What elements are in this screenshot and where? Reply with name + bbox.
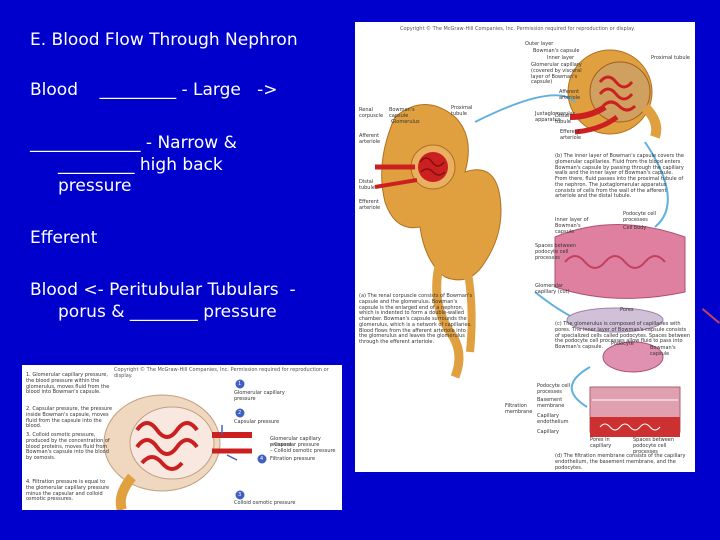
bottom-figure-copyright: Copyright © The McGraw-Hill Companies, I… (114, 367, 329, 379)
marker-4: 4 (260, 456, 264, 462)
figure-copyright: Copyright © The McGraw-Hill Companies, I… (400, 26, 635, 32)
label-colloid-osmotic-pressure: Colloid osmotic pressure (234, 500, 296, 506)
label-capillary-endothelium: Capillary endothelium (537, 413, 569, 425)
caption-b: (b) The inner layer of Bowman's capsule … (555, 153, 684, 200)
label-podocyte-cell-processes: Podocyte cell processes (623, 211, 657, 223)
text-line-1: Blood _________ - Large -> (30, 80, 278, 100)
decorative-line (701, 308, 720, 324)
label-capillary: Capillary (537, 429, 559, 435)
label-bowmans-capsule: Bowman's capsule (533, 48, 580, 54)
label-glomerular-capillary-2: Glomerular capillary (cut) (535, 283, 570, 295)
label-outer-layer: Outer layer (525, 41, 554, 47)
label-podocyte: Podocyte (611, 341, 634, 347)
nephron-figure: Copyright © The McGraw-Hill Companies, I… (355, 22, 695, 472)
label-glomerular-capillary-pressure: Glomerular capillary pressure (234, 390, 285, 402)
step-2-text: 2. Capsular pressure, the pressure insid… (26, 406, 113, 430)
caption-c: (c) The glomerulus is composed of capill… (555, 321, 690, 350)
label-proximal-tubule-2: Proximal tubule (451, 105, 473, 117)
label-juxtaglomerular-apparatus: Juxtaglomerular apparatus (535, 111, 575, 123)
label-glomerular-capillary: Glomerular capillary (covered by viscera… (531, 62, 582, 86)
label-filtration-membrane: Filtration membrane (505, 403, 533, 415)
label-spaces-between: Spaces between podocyte cell processes (535, 243, 577, 261)
label-distal-tubule: Distal tubule (359, 179, 375, 191)
text-line-4: pressure (58, 176, 132, 196)
label-inner-layer: Inner layer (547, 55, 575, 61)
label-pores-in-capillary: Pores in capillary (590, 437, 612, 449)
label-proximal-tubule: Proximal tubule (651, 55, 690, 61)
equation-line-2: – Capsular pressure (270, 442, 320, 448)
text-line-6: Blood <- Peritubular Tubulars - (30, 280, 296, 300)
label-pores: Pores (620, 307, 634, 313)
text-line-5: Efferent (30, 228, 98, 248)
glomerulus-pressure-illustration (103, 379, 267, 510)
caption-d: (d) The filtration membrane consists of … (555, 453, 686, 471)
label-efferent-arteriole-2: Efferent arteriole (560, 129, 582, 141)
step-4-text: 4. Filtration pressure is equal to the g… (26, 479, 110, 503)
label-bowmans-capsule-2: Bowman's capsule (389, 107, 415, 119)
label-distal-tubule-2: Distal tubule (555, 113, 571, 125)
step-3-text: 3. Colloid osmotic pressure, produced by… (26, 432, 110, 461)
label-glomerulus: Glomerulus (391, 119, 420, 125)
label-afferent-arteriole: Afferent arteriole (559, 89, 581, 101)
label-spaces-between-2: Spaces between podocyte cell processes (633, 437, 675, 455)
slide-title: E. Blood Flow Through Nephron (30, 30, 298, 50)
label-renal-corpuscle: Renal corpuscle (359, 107, 384, 119)
step-1-text: 1. Glomerular capillary pressure, the bl… (26, 372, 110, 396)
equation-line-1: Glomerular capillary pressure (270, 436, 321, 448)
text-line-3: _________ high back (58, 155, 223, 175)
marker-3: 3 (238, 492, 242, 498)
label-inner-layer-2: Inner layer of Bowman's capsule (555, 217, 589, 235)
label-bowmans-capsule-3: Bowman's capsule (650, 345, 676, 357)
label-podocyte-cell-processes-2: Podocyte cell processes (537, 383, 571, 395)
label-basement-membrane: Basement membrane (537, 397, 565, 409)
filtration-pressure-figure: Copyright © The McGraw-Hill Companies, I… (22, 365, 342, 510)
text-line-2: _____________ - Narrow & (30, 133, 237, 153)
label-efferent-arteriole: Efferent arteriole (359, 199, 381, 211)
label-afferent-arteriole-2: Afferent arteriole (359, 133, 381, 145)
label-capsular-pressure: Capsular pressure (234, 419, 280, 425)
text-line-7: porus & ________ pressure (58, 302, 277, 322)
nephron-illustration (374, 49, 686, 437)
label-filtration-pressure: Filtration pressure (270, 456, 316, 462)
caption-a: (a) The renal corpuscle consists of Bowm… (359, 293, 473, 345)
marker-1: 1 (238, 381, 242, 387)
equation-line-3: – Colloid osmotic pressure (270, 448, 336, 454)
marker-2: 2 (238, 410, 242, 416)
label-cell-body: Cell body (623, 225, 647, 231)
